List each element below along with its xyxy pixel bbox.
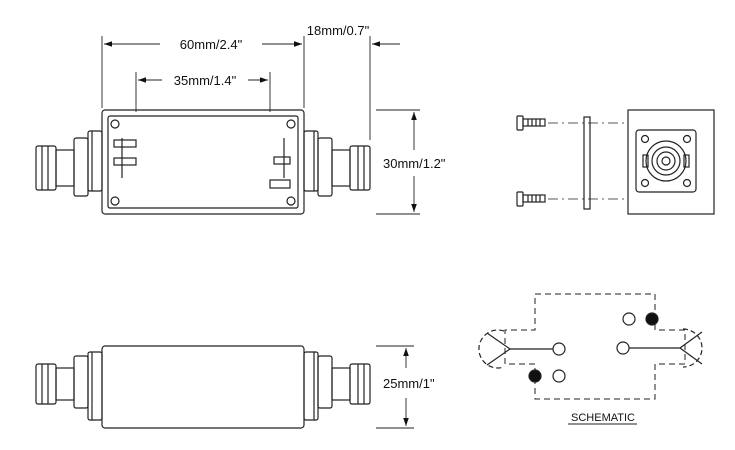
- internal-component: [269, 179, 291, 189]
- end-plate: [627, 109, 715, 215]
- internal-component: [113, 157, 137, 166]
- end-view: [516, 109, 715, 215]
- open-terminal: [552, 369, 566, 383]
- dim-30mm-label: 30mm/1.2": [383, 156, 446, 171]
- panel-connector-icon: [635, 129, 697, 193]
- internal-component: [113, 139, 137, 148]
- internal-component: [273, 156, 291, 165]
- screw-icon: [516, 191, 546, 207]
- right-bnc-connector-side: [303, 351, 371, 421]
- gasket: [583, 116, 591, 210]
- mounting-hole: [110, 119, 120, 129]
- dim-18mm-label: 18mm/0.7": [307, 23, 370, 38]
- open-terminal: [622, 312, 636, 326]
- dimension-lines: [101, 36, 420, 429]
- open-terminal: [552, 342, 566, 356]
- right-bnc-connector: [303, 130, 371, 197]
- left-connector-symbol: [478, 329, 553, 369]
- top-view: [35, 109, 371, 215]
- screw-icon: [516, 115, 546, 131]
- open-terminal: [616, 341, 630, 355]
- right-connector-symbol: [629, 328, 703, 368]
- left-bnc-connector-side: [35, 351, 103, 421]
- mounting-hole: [286, 119, 296, 129]
- mounting-hole: [286, 196, 296, 206]
- enclosure-top: [101, 109, 305, 215]
- left-bnc-connector: [35, 130, 103, 197]
- schematic-label: SCHEMATIC: [571, 412, 635, 424]
- mounting-hole: [110, 196, 120, 206]
- dim-60mm-label: 60mm/2.4": [180, 37, 243, 52]
- dim-35mm-label: 35mm/1.4": [174, 73, 237, 88]
- schematic: [478, 293, 703, 425]
- filled-terminal: [645, 312, 659, 326]
- enclosure-side: [101, 345, 305, 429]
- side-view: [35, 345, 371, 429]
- dim-25mm-label: 25mm/1": [383, 376, 435, 391]
- filled-terminal: [528, 369, 542, 383]
